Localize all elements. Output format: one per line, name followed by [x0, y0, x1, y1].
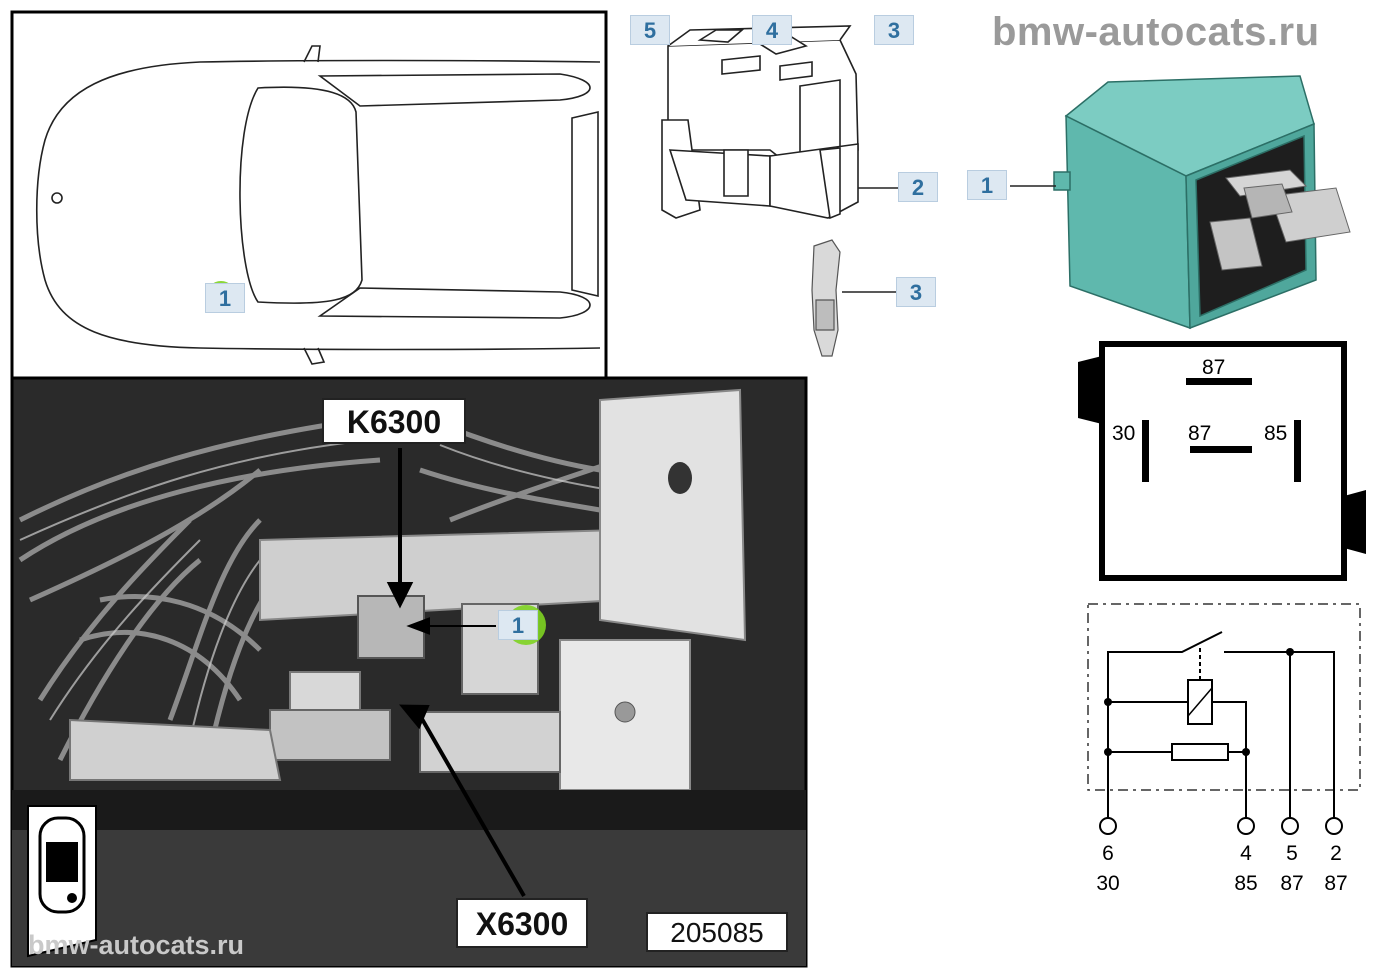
car-outline: [35, 45, 601, 365]
wire-harness: [18, 417, 621, 762]
watermark-top: bmw-autocats.ru: [992, 10, 1320, 54]
callout-socket[interactable]: 2: [898, 172, 938, 202]
circuit-pin-terminal: 87: [1280, 872, 1303, 895]
callout-relay-part[interactable]: 1: [967, 170, 1007, 200]
watermark-bottom: bmw-autocats.ru: [28, 930, 245, 960]
circuit-pin-terminal: 30: [1096, 872, 1119, 895]
pin-87-top-bar: [1186, 378, 1252, 385]
pin-85-bar: [1294, 420, 1301, 482]
pin-85-label: 85: [1264, 422, 1287, 445]
circuit-pin-number: 5: [1286, 842, 1298, 865]
image-number: 205085: [646, 912, 788, 952]
pin-87-top-label: 87: [1202, 356, 1225, 379]
relay-label: K6300: [322, 398, 466, 444]
callout-terminal-top[interactable]: 3: [874, 15, 914, 45]
circuit-pin-number: 6: [1102, 842, 1114, 865]
relay-pins: [1209, 169, 1351, 271]
callout-socket-top-4[interactable]: 4: [752, 15, 792, 45]
callout-car-location[interactable]: 1: [205, 283, 245, 313]
connector-label: X6300: [456, 898, 588, 948]
pin-30-label: 30: [1112, 422, 1135, 445]
callout-photo-relay[interactable]: 1: [498, 610, 538, 640]
callout-terminal-side[interactable]: 3: [896, 277, 936, 307]
callout-socket-top-5[interactable]: 5: [630, 15, 670, 45]
circuit-pin-number: 4: [1240, 842, 1252, 865]
circuit-pin-terminal: 85: [1234, 872, 1257, 895]
mini-car-icon: [27, 805, 97, 958]
circuit-pin-terminal: 87: [1324, 872, 1347, 895]
connector-x6300-photo: [419, 711, 561, 773]
pin-87-center-label: 87: [1188, 422, 1211, 445]
pin-87-center-bar: [1190, 446, 1252, 453]
circuit-pin-number: 2: [1330, 842, 1342, 865]
suppression-resistor: [1171, 743, 1229, 761]
photo-arrows: [386, 448, 526, 897]
terminal-pin: [811, 239, 841, 357]
pin-30-bar: [1142, 420, 1149, 482]
